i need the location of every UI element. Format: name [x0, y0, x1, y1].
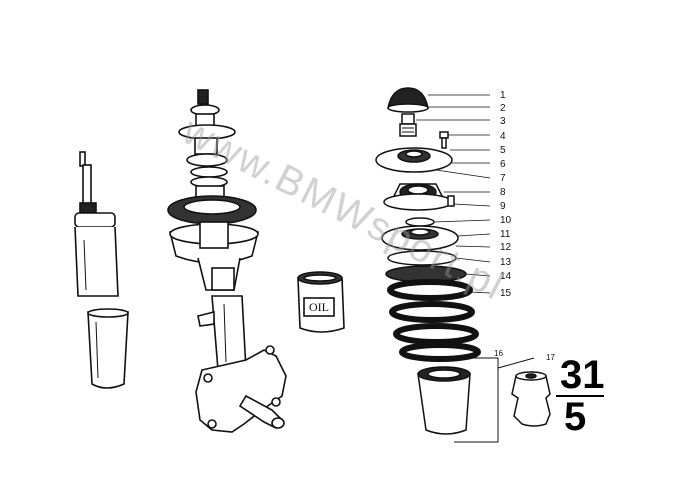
leader-lines: [416, 94, 491, 294]
callout-15[interactable]: 15: [500, 288, 512, 299]
callout-2[interactable]: 2: [500, 103, 506, 114]
callout-14[interactable]: 14: [500, 271, 512, 282]
callout-7[interactable]: 7: [500, 173, 506, 184]
callout-3[interactable]: 3: [500, 116, 506, 127]
oil-can-label: OIL: [309, 300, 329, 314]
callout-12[interactable]: 12: [500, 242, 512, 253]
spring-strut-assembly[interactable]: [167, 89, 287, 433]
part-4-bolt[interactable]: [439, 131, 449, 149]
part-5-upper-mount[interactable]: [375, 147, 453, 173]
callout-5[interactable]: 5: [500, 145, 506, 156]
part-12-bearing-plate[interactable]: [381, 225, 459, 251]
callout-13[interactable]: 13: [500, 257, 512, 268]
part-17-bump-stop[interactable]: [511, 371, 551, 427]
group-number: 31 5: [556, 353, 605, 439]
callout-1[interactable]: 1: [500, 90, 506, 101]
callout-9[interactable]: 9: [500, 201, 506, 212]
callout-10[interactable]: 10: [500, 215, 512, 226]
part-1-cap[interactable]: [387, 87, 429, 113]
part-9-bolt[interactable]: [447, 195, 455, 207]
part-3-nut[interactable]: [399, 113, 417, 137]
callout-8[interactable]: 8: [500, 187, 506, 198]
callout-16[interactable]: 16: [494, 349, 503, 358]
shock-absorber-insert[interactable]: [74, 151, 129, 389]
callout-numbers: 1 2 3 4 5 6 7 8 9 10 11 12 13 14 15 16 1…: [494, 90, 555, 362]
callout-4[interactable]: 4: [500, 131, 506, 142]
group-number-top: 31: [560, 353, 605, 397]
callout-6[interactable]: 6: [500, 159, 506, 170]
group-number-bottom: 5: [564, 395, 586, 439]
oil-can[interactable]: [297, 271, 345, 333]
callout-17[interactable]: 17: [546, 353, 555, 362]
part-16-bump-boot[interactable]: [417, 366, 471, 435]
part-15-coil-spring[interactable]: [387, 279, 481, 362]
kit-bracket: [454, 357, 535, 443]
part-8-rubber-mount[interactable]: [383, 183, 453, 211]
callout-11[interactable]: 11: [500, 229, 511, 240]
exploded-parts-stack: [375, 87, 551, 435]
